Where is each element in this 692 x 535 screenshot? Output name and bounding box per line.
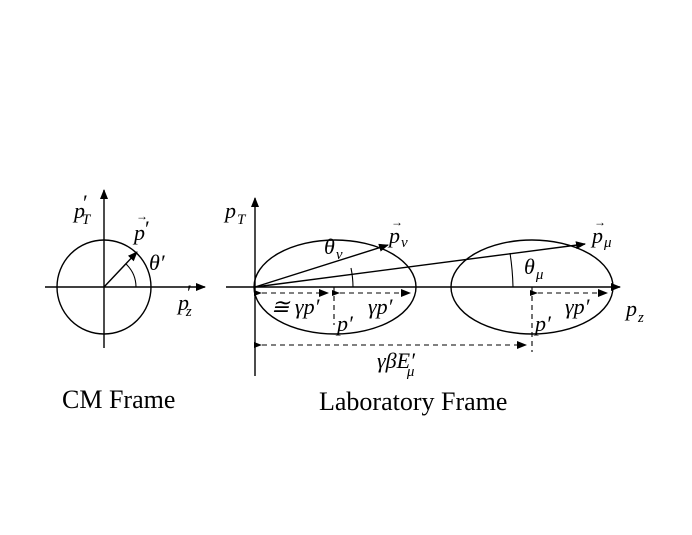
lab-gamma-p-label-2: γp′: [565, 294, 591, 319]
cm-vector-label: p′: [132, 216, 150, 245]
lab-pnu-label: pν: [387, 223, 408, 251]
cm-frame-panel: p′T p′ → θ′ p′z CM Frame: [45, 189, 206, 414]
lab-neutrino-vector: [254, 243, 389, 288]
cm-momentum-circle: [56, 239, 152, 335]
lab-pmu-label: pμ: [590, 223, 612, 251]
lab-frame-panel: pT pν → pμ → θν θμ pz ≅ γp′ γp′ p′ p′ γp…: [223, 197, 644, 416]
cm-pt-label: p′T: [72, 190, 92, 228]
cm-angle-arc: [125, 263, 137, 288]
lab-gamma-p-label-1: γp′: [368, 294, 394, 319]
lab-theta-mu-label: θμ: [524, 254, 544, 283]
lab-pmu-arrow-accent: →: [594, 215, 606, 229]
cm-pz-label: p′z: [176, 280, 192, 320]
cm-momentum-vector: [103, 251, 138, 288]
cm-angle-label: θ′: [149, 250, 166, 275]
lab-gamma-beta-e-label: γβE′μ: [377, 348, 416, 380]
lab-p-prime-label-2: p′: [533, 311, 552, 336]
lab-neutrino-ellipse: [253, 239, 417, 335]
lab-pz-label: pz: [624, 296, 644, 326]
cm-frame-caption: CM Frame: [62, 385, 175, 414]
lab-theta-nu-label: θν: [324, 234, 343, 263]
lab-pt-label: pT: [223, 198, 247, 228]
lab-pnu-arrow-accent: →: [391, 215, 403, 229]
lab-muon-vector: [254, 241, 586, 288]
lab-theta-mu-arc: [509, 252, 514, 288]
lab-approx-gamma-p-label: ≅ γp′: [271, 294, 321, 319]
lab-frame-caption: Laboratory Frame: [319, 387, 507, 416]
cm-vector-arrow-accent: →: [136, 209, 148, 223]
lab-p-prime-label-1: p′: [335, 311, 354, 336]
lab-theta-nu-arc: [350, 267, 354, 288]
